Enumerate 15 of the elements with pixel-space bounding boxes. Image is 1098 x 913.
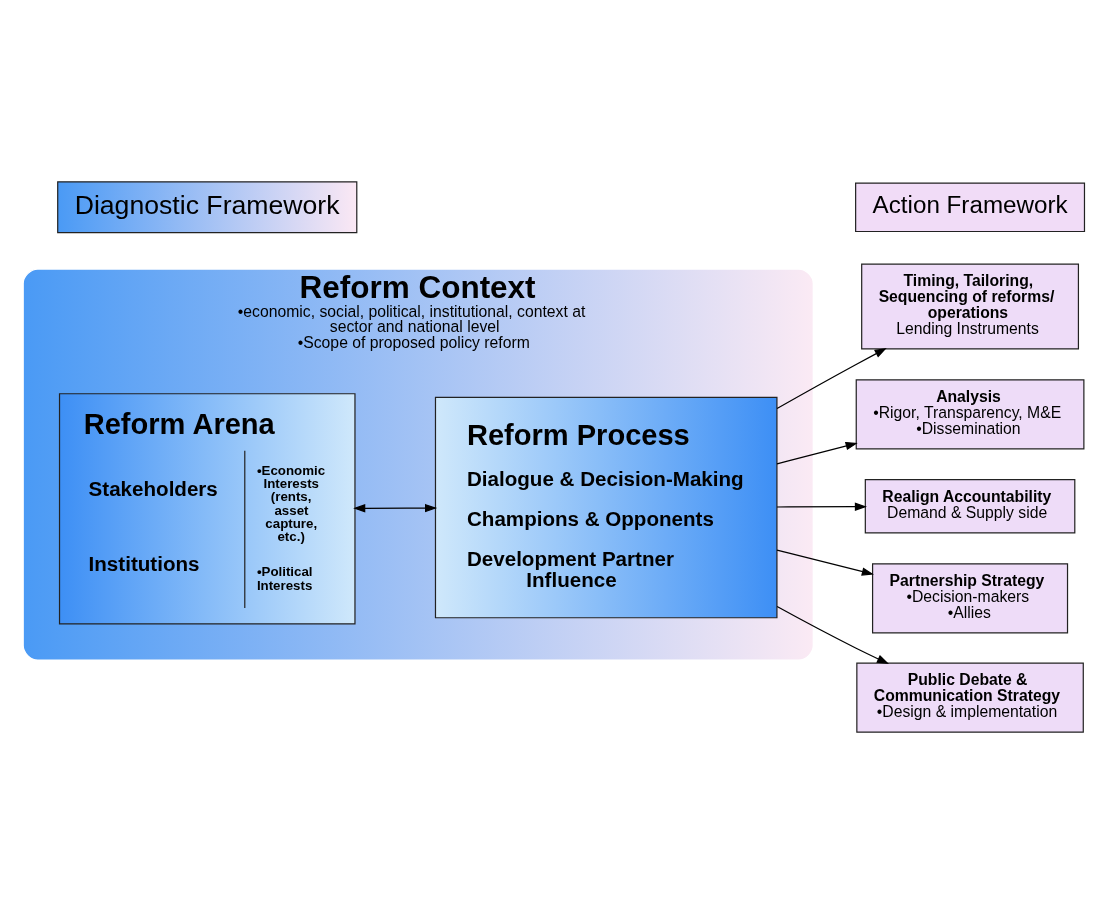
node-box: Diagnostic Framework (57, 180, 358, 233)
arrow (776, 605, 890, 664)
node-box: Timing, Tailoring, Sequencing of reforms/ operations Lending Instruments (861, 263, 1080, 350)
node-box: Analysis •Rigor, Transparency, M&E •Dissemination (855, 378, 1085, 449)
node-box: Reform Arena Stakeholders Institutions •Economic Interests (rents, asset capture, etc.) •Political Interests (58, 392, 356, 624)
node-box: Action Framework (855, 181, 1086, 232)
arrow (776, 441, 858, 464)
arrow (776, 549, 874, 576)
node-box: Public Debate & Communication Strategy •Design & implementation (856, 662, 1084, 733)
node-box: Realign Accountability Demand & Supply side (864, 478, 1076, 534)
node-box: Partnership Strategy •Decision-makers •Allies (872, 562, 1069, 633)
arrow (776, 501, 867, 511)
arrow (353, 503, 438, 513)
node-box: Reform Process Dialogue & Decision-Making Champions & Opponents Development Partner Influence (434, 396, 778, 618)
arrow (776, 347, 887, 409)
